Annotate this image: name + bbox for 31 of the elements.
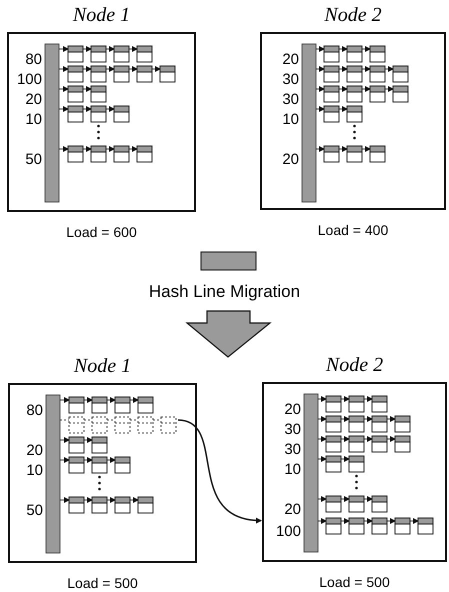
count-label: 30: [283, 422, 301, 438]
count-label: 50: [25, 503, 43, 519]
load-label: Load = 400: [316, 222, 390, 238]
count-label: 10: [25, 463, 43, 479]
count-label: 10: [24, 112, 42, 128]
count-label: 30: [281, 92, 299, 108]
count-label: 100: [16, 72, 42, 88]
migration-label: Hash Line Migration: [148, 282, 302, 302]
count-label: 80: [24, 52, 42, 68]
count-label: 10: [281, 112, 299, 128]
node-title: Node 1: [72, 4, 132, 27]
load-label: Load = 500: [318, 574, 391, 590]
node-title: Node 1: [72, 355, 132, 378]
count-label: 20: [283, 502, 301, 518]
node-title: Node 2: [323, 4, 383, 27]
node-title: Node 2: [324, 354, 384, 377]
count-label: 20: [25, 443, 43, 459]
count-label: 20: [281, 152, 299, 168]
count-label: 30: [281, 72, 299, 88]
count-label: 100: [274, 524, 301, 540]
count-label: 80: [25, 403, 43, 419]
count-label: 50: [24, 152, 42, 168]
dashed-list-row: [60, 416, 176, 434]
count-label: 20: [24, 92, 42, 108]
count-label: 30: [283, 442, 301, 458]
count-label: 20: [281, 52, 299, 68]
load-label: Load = 600: [65, 224, 138, 240]
load-label: Load = 500: [66, 575, 139, 591]
count-label: 10: [283, 462, 301, 478]
count-label: 20: [283, 402, 301, 418]
curved-arrow: [178, 419, 262, 523]
